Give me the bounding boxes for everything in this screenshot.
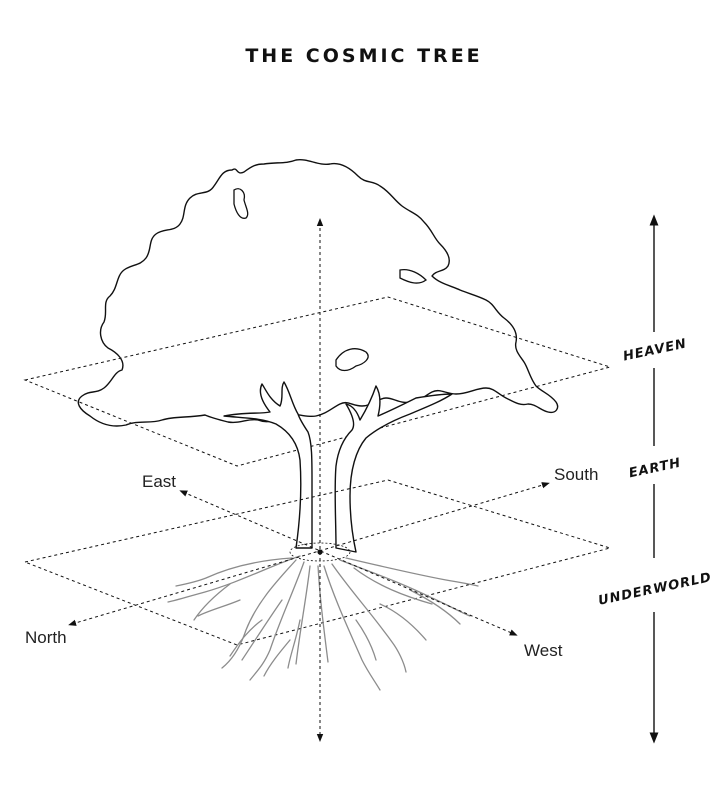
- label-west: West: [524, 641, 563, 660]
- tree-trunk: [223, 381, 313, 549]
- diagram-title: THE COSMIC TREE: [245, 45, 482, 67]
- tree-roots: [167, 555, 479, 691]
- canopy-gap: [233, 188, 249, 219]
- label-underworld: UNDERWORLD: [597, 570, 713, 609]
- tree-trunk: [334, 385, 453, 553]
- north-south-arrow: [68, 482, 550, 626]
- tree-canopy: [77, 158, 559, 427]
- canopy-gap: [335, 348, 369, 372]
- label-heaven: HEAVEN: [622, 336, 688, 364]
- canopy-gap: [399, 268, 427, 284]
- label-north: North: [25, 628, 67, 647]
- heaven-plane: [23, 296, 612, 467]
- label-east: East: [142, 472, 176, 491]
- label-earth: EARTH: [628, 456, 683, 482]
- label-south: South: [554, 465, 598, 484]
- earth-plane: [23, 479, 612, 646]
